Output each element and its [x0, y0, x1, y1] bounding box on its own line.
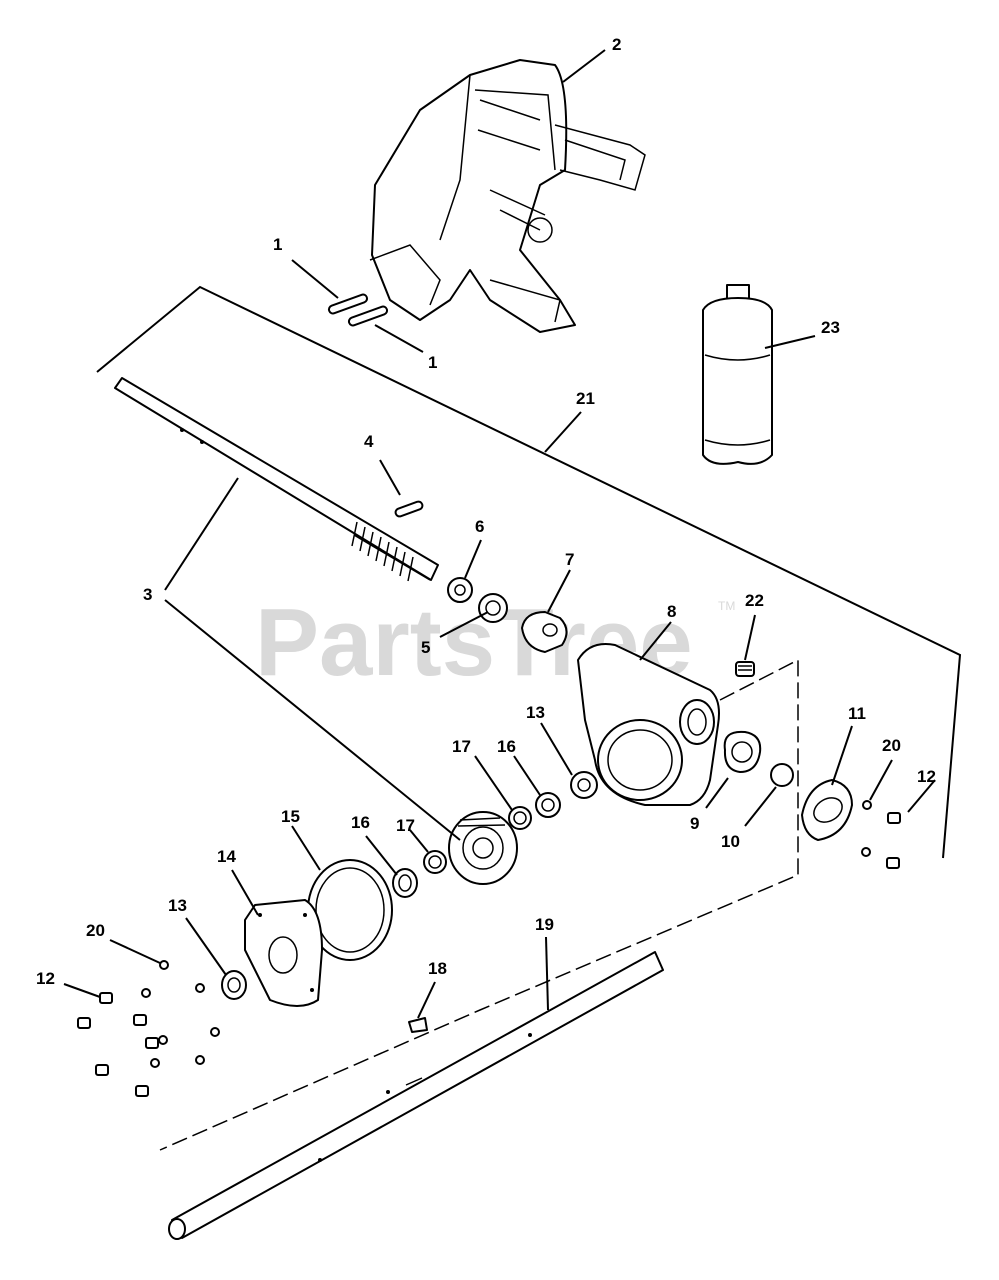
worm-gear[interactable] [448, 811, 518, 885]
assembly-outline [159, 658, 799, 1151]
callout-12: 12 [917, 767, 936, 786]
part-6-washer[interactable] [447, 577, 473, 603]
part-8-gear-case[interactable] [577, 643, 720, 806]
part-13-bearing-left[interactable] [221, 970, 247, 1000]
part-13-bearing-right[interactable] [570, 771, 598, 799]
callout-5: 5 [421, 638, 430, 657]
leader-lines [63, 49, 936, 1019]
callout-7: 7 [565, 550, 574, 569]
callout-13: 13 [168, 896, 187, 915]
part-18-key[interactable] [408, 1017, 428, 1033]
assembly-bracket-21 [96, 285, 962, 859]
callout-3: 3 [143, 585, 152, 604]
callout-1: 1 [273, 235, 282, 254]
part-1-pins[interactable] [327, 293, 389, 327]
callout-16: 16 [497, 737, 516, 756]
callout-6: 6 [475, 517, 484, 536]
callout-8: 8 [667, 602, 676, 621]
part-20-nut-right-2[interactable] [861, 847, 871, 857]
part-10-bushing[interactable] [770, 763, 794, 787]
callout-9: 9 [690, 814, 699, 833]
callout-4: 4 [364, 432, 374, 451]
part-12-bolt-right[interactable] [886, 812, 901, 869]
callout-20: 20 [86, 921, 105, 940]
callout-15: 15 [281, 807, 300, 826]
callout-17: 17 [396, 816, 415, 835]
part-4-pin[interactable] [394, 500, 424, 518]
callout-1: 1 [428, 353, 437, 372]
part-16-bushing-left[interactable] [392, 868, 418, 898]
part-17-washer-right[interactable] [508, 806, 532, 830]
part-9-gasket[interactable] [723, 730, 762, 773]
callout-18: 18 [428, 959, 447, 978]
part-17-washer-left[interactable] [423, 850, 447, 874]
part-11-cap[interactable] [801, 779, 853, 841]
part-22-plug[interactable] [735, 661, 755, 677]
callout-14: 14 [217, 847, 236, 866]
callout-11: 11 [848, 704, 866, 723]
callout-labels: 1 1 2 3 4 5 6 7 8 9 10 11 12 12 13 13 14… [36, 35, 936, 988]
part-5-bushing[interactable] [478, 593, 508, 623]
part-14-cover-plate[interactable] [244, 899, 323, 1007]
part-7-collar[interactable] [521, 611, 568, 653]
callout-2: 2 [612, 35, 621, 54]
callout-17: 17 [452, 737, 471, 756]
callout-20: 20 [882, 736, 901, 755]
part-19-shaft[interactable] [168, 951, 664, 1240]
part-15-gasket[interactable] [307, 859, 393, 961]
callout-21: 21 [576, 389, 595, 408]
part-16-bushing-right[interactable] [535, 792, 561, 818]
callout-10: 10 [721, 832, 740, 851]
part-3-worm-shaft[interactable] [114, 377, 439, 582]
part-2-chute-housing[interactable] [369, 59, 646, 333]
callout-19: 19 [535, 915, 554, 934]
callout-23: 23 [821, 318, 840, 337]
part-20-nuts-left[interactable] [141, 960, 220, 1068]
callout-12: 12 [36, 969, 55, 988]
callout-16: 16 [351, 813, 370, 832]
part-12-bolts-left[interactable] [77, 992, 159, 1097]
part-23-grease-tube[interactable] [702, 284, 773, 465]
callout-22: 22 [745, 591, 764, 610]
watermark-trademark: TM [718, 599, 735, 613]
part-20-nut-right[interactable] [862, 800, 872, 810]
callout-13: 13 [526, 703, 545, 722]
